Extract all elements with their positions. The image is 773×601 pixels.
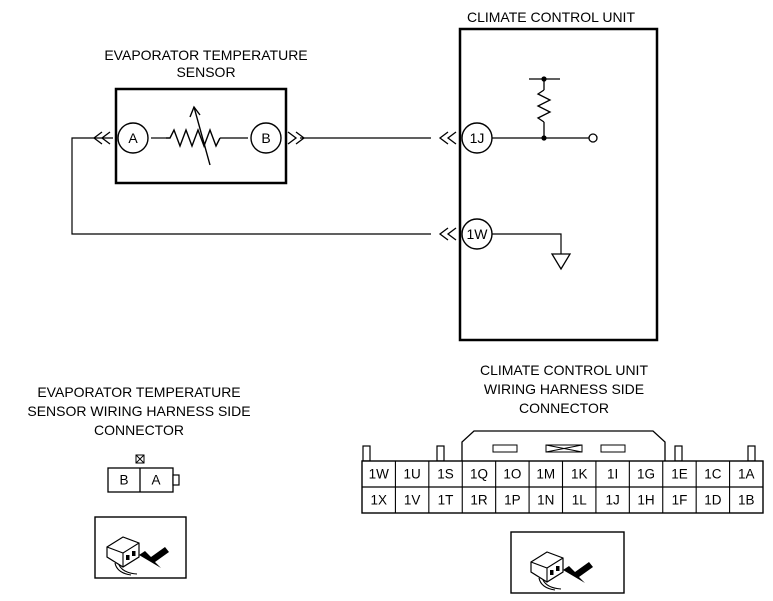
pin-1j-label: 1J: [470, 130, 485, 146]
ccu-pin-cell: 1S: [437, 467, 454, 482]
sensor-conn-cell-a: A: [151, 473, 160, 488]
connector-probe-icon: [94, 516, 187, 579]
ccu-pin-cell: 1D: [704, 493, 722, 508]
thermistor-icon: [166, 105, 221, 166]
ccu-pin-cell: 1I: [607, 467, 618, 482]
ccu-pin-cell: 1W: [369, 467, 390, 482]
ccu-pin-cell: 1K: [571, 467, 588, 482]
sensor-conn-title-line1: EVAPORATOR TEMPERATURE: [37, 384, 240, 400]
terminal-open-icon: [588, 133, 598, 143]
junction-dot-signal: [541, 135, 547, 141]
sensor-title-line2: SENSOR: [176, 64, 235, 80]
pin-a-label: A: [128, 130, 138, 146]
ccu-pin-cell: 1C: [704, 467, 722, 482]
chevron-a-icon: [92, 131, 111, 145]
pin-1w-label: 1W: [467, 226, 489, 242]
ccu-pin-cell: 1L: [572, 493, 588, 508]
sensor-conn-title-line2: SENSOR WIRING HARNESS SIDE: [27, 403, 250, 419]
ccu-pin-cell: 1B: [738, 493, 755, 508]
ccu-pin-cell: 1F: [672, 493, 688, 508]
ccu-pin-cell: 1M: [536, 467, 555, 482]
ccu-pin-cell: 1T: [438, 493, 454, 508]
pin-a-circle: [117, 122, 149, 154]
chevron-1j-icon: [438, 131, 457, 145]
ccu-pin-cell: 1V: [404, 493, 421, 508]
connector-chevrons: [92, 131, 457, 241]
ccu-pin-cell: 1O: [503, 467, 521, 482]
pin-b-label: B: [261, 130, 270, 146]
ccu-pin-cell: 1N: [537, 493, 554, 508]
pin-1j-circle: [461, 122, 493, 154]
ground-icon: [550, 253, 572, 271]
ccu-pin-cell: 1X: [370, 493, 387, 508]
ccu-connector-face: 1W 1U 1S 1Q 1O 1M 1K 1I 1G 1E 1C 1A 1X 1V 1T 1R 1P 1N 1L 1J…: [361, 430, 764, 514]
ground-return-wire: [71, 137, 431, 235]
ccu-title: CLIMATE CONTROL UNIT: [467, 9, 635, 25]
sensor-connector-face: B A: [107, 454, 180, 493]
key-tab-icon: [172, 474, 180, 486]
lock-tab-icon: [545, 444, 583, 453]
chevron-b-icon: [287, 131, 306, 145]
pullup-resistor-icon: [529, 78, 560, 138]
sensor-box: [114, 87, 288, 185]
ccu-pin-cell: 1U: [403, 467, 420, 482]
chevron-1w-icon: [438, 227, 457, 241]
sensor-conn-title-line3: CONNECTOR: [94, 422, 184, 438]
ccu-pin-cell: 1P: [504, 493, 521, 508]
connector-probe-icon: [510, 531, 625, 594]
sensor-conn-cell-b: B: [119, 473, 128, 488]
ccu-pin-cell: 1J: [605, 493, 619, 508]
ccu-conn-title-line3: CONNECTOR: [519, 400, 609, 416]
ccu-pin-cell: 1G: [637, 467, 655, 482]
ccu-pin-cell: 1E: [671, 467, 688, 482]
sensor-title-line1: EVAPORATOR TEMPERATURE: [104, 47, 307, 63]
ccu-pin-cell: 1A: [738, 467, 755, 482]
ccu-pin-cell: 1R: [470, 493, 488, 508]
ccu-pin-cell: 1Q: [470, 467, 488, 482]
ccu-pin-cell: 1H: [637, 493, 654, 508]
junction-dot-top: [541, 76, 547, 82]
ccu-conn-title-line2: WIRING HARNESS SIDE: [484, 381, 644, 397]
pin-b-circle: [250, 122, 282, 154]
internal-ground-line: [490, 233, 562, 254]
wires: [71, 137, 589, 254]
ccu-box: [458, 27, 659, 342]
ccu-conn-title-line1: CLIMATE CONTROL UNIT: [480, 362, 648, 378]
pin-1w-circle: [461, 218, 493, 250]
